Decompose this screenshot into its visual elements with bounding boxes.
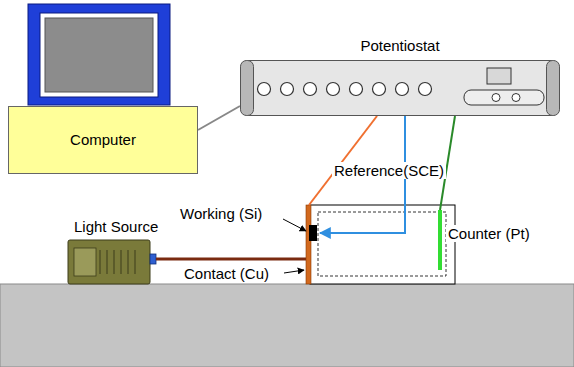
- electrode-label: Working (Si): [178, 205, 264, 222]
- part-label: Contact (Cu): [182, 265, 271, 282]
- silicon-electrode: [309, 225, 317, 241]
- potentiostat-box: Potentiostat: [240, 60, 560, 116]
- leader-line: [283, 219, 306, 231]
- part-label: Light Source: [72, 218, 160, 235]
- vent: [135, 250, 136, 274]
- vent: [100, 250, 101, 274]
- vent: [114, 250, 115, 274]
- electrolyte: [318, 212, 446, 276]
- box-label: Computer: [70, 131, 136, 148]
- potentiostat-body: [240, 60, 560, 116]
- computer-box: Computer: [8, 106, 198, 174]
- monitor: [28, 4, 170, 105]
- light-source: [68, 240, 156, 284]
- electrode-label: Counter (Pt): [446, 225, 532, 242]
- leader-line: [284, 270, 304, 273]
- device-heading: Potentiostat: [240, 37, 560, 54]
- vent: [128, 250, 129, 274]
- cable: [198, 106, 240, 130]
- bench: [0, 284, 574, 367]
- cell: [310, 205, 455, 284]
- vent: [121, 250, 122, 274]
- vent: [107, 250, 108, 274]
- copper-contact: [306, 205, 311, 284]
- optical-fiber: [156, 258, 306, 261]
- working-wire: [309, 116, 377, 205]
- platinum-electrode: [438, 210, 442, 270]
- electrode-label: Reference(SCE): [332, 162, 446, 179]
